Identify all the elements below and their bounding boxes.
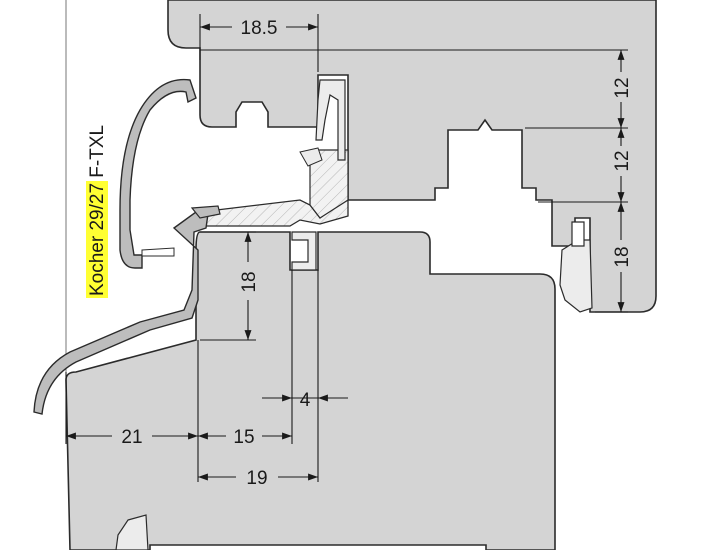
drip-cap-clip bbox=[190, 205, 221, 219]
dim-top-width: 18.5 bbox=[241, 18, 278, 39]
right-gasket bbox=[559, 239, 593, 313]
dim-left-overlap: 21 bbox=[121, 427, 142, 448]
frame-profile bbox=[65, 231, 556, 550]
lower-gasket bbox=[115, 514, 149, 550]
label-highlighted-text: Kocher 29/27 bbox=[87, 183, 108, 296]
right-gasket-inner bbox=[571, 221, 585, 247]
dim-right-lower: 18 bbox=[612, 246, 633, 267]
product-label: Kocher 29/27 F-TXL bbox=[86, 125, 108, 298]
sash-profile bbox=[167, 0, 657, 313]
sash-gasket bbox=[315, 79, 346, 161]
dimension-lines bbox=[65, 14, 628, 482]
gasket-detail bbox=[299, 147, 323, 167]
bead-clip bbox=[291, 231, 317, 271]
dim-right-upper: 12 bbox=[612, 77, 633, 98]
label-suffix-text: F-TXL bbox=[87, 125, 108, 183]
drip-cap-connector bbox=[141, 247, 175, 257]
label-highlight bbox=[86, 181, 108, 298]
dim-inner-width: 15 bbox=[233, 427, 254, 448]
drip-cap-lower bbox=[33, 211, 209, 415]
dim-rebate-height: 18 bbox=[239, 271, 260, 292]
dim-gap: 4 bbox=[300, 390, 311, 411]
dim-right-middle: 12 bbox=[612, 150, 633, 171]
drip-cap-upper bbox=[119, 78, 197, 269]
dim-total-width: 19 bbox=[246, 468, 267, 489]
svg-text:Kocher 29/27 F-TXL: Kocher 29/27 F-TXL bbox=[87, 125, 108, 296]
